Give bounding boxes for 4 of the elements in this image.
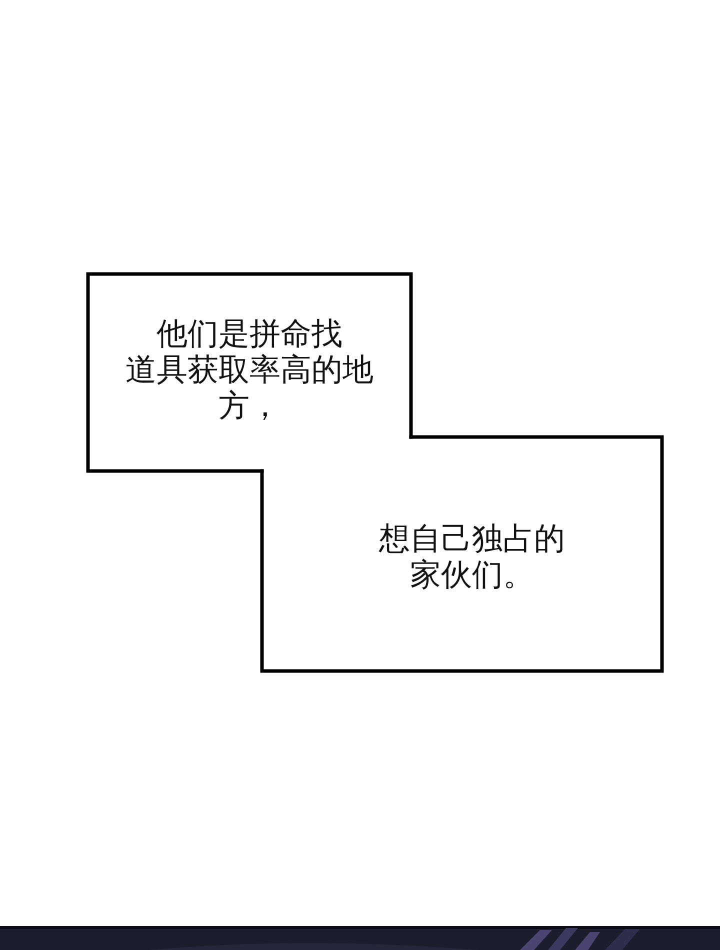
caption-box	[262, 437, 662, 671]
caption-text: 他们是拼命找道具获取率高的地方，	[124, 316, 374, 424]
caption-text: 想自己独占的家伙们。	[378, 521, 566, 593]
caption-box	[88, 274, 411, 471]
